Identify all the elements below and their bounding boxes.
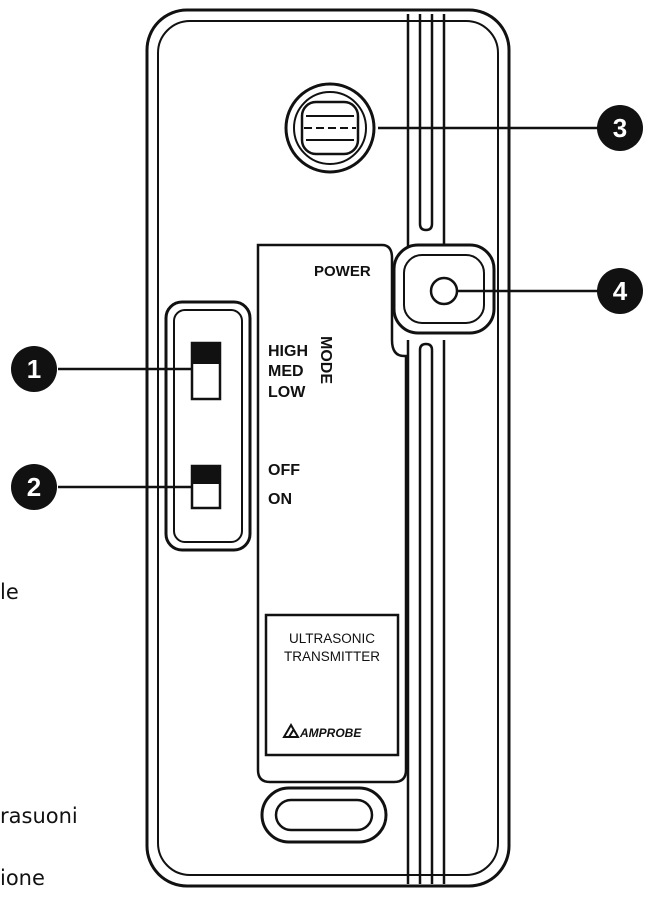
callout-leaders — [58, 126, 598, 489]
power-slide-switch[interactable] — [190, 464, 222, 510]
brand-logo: AMPROBE — [282, 723, 362, 740]
callout-badge-1: 1 — [11, 346, 57, 392]
callout-badge-2: 2 — [11, 464, 57, 510]
transducer-speaker — [284, 82, 376, 174]
mode-switch[interactable] — [190, 341, 222, 401]
callout-badge-3: 3 — [597, 105, 643, 151]
switch-option-on: ON — [268, 491, 292, 508]
device-body — [145, 8, 511, 888]
bg-text-fragment-1: le — [0, 580, 19, 604]
brand-logo-icon — [282, 723, 300, 738]
mode-label: MODE — [317, 336, 334, 384]
switch-recess — [164, 300, 252, 552]
bottom-slot — [260, 786, 388, 844]
side-grooves — [406, 14, 446, 884]
product-name-line1: ULTRASONIC — [289, 631, 375, 646]
label-panel — [256, 243, 408, 784]
switch-option-off: OFF — [268, 462, 300, 479]
callout-badge-4: 4 — [597, 268, 643, 314]
mode-option-high: HIGH — [268, 343, 308, 360]
svg-text:2: 2 — [27, 472, 41, 502]
brand-name: AMPROBE — [299, 726, 362, 740]
mode-option-med: MED — [268, 363, 304, 380]
power-indicator-icon — [429, 276, 459, 306]
power-label: POWER — [314, 263, 371, 280]
product-name-line2: TRANSMITTER — [284, 649, 380, 664]
svg-text:3: 3 — [613, 113, 627, 143]
mode-option-low: LOW — [268, 384, 306, 401]
power-button[interactable] — [392, 243, 496, 335]
bg-text-fragment-3: ione — [0, 866, 45, 890]
svg-text:4: 4 — [613, 276, 628, 306]
bg-text-fragment-2: rasuoni — [0, 804, 78, 828]
svg-text:1: 1 — [27, 354, 41, 384]
